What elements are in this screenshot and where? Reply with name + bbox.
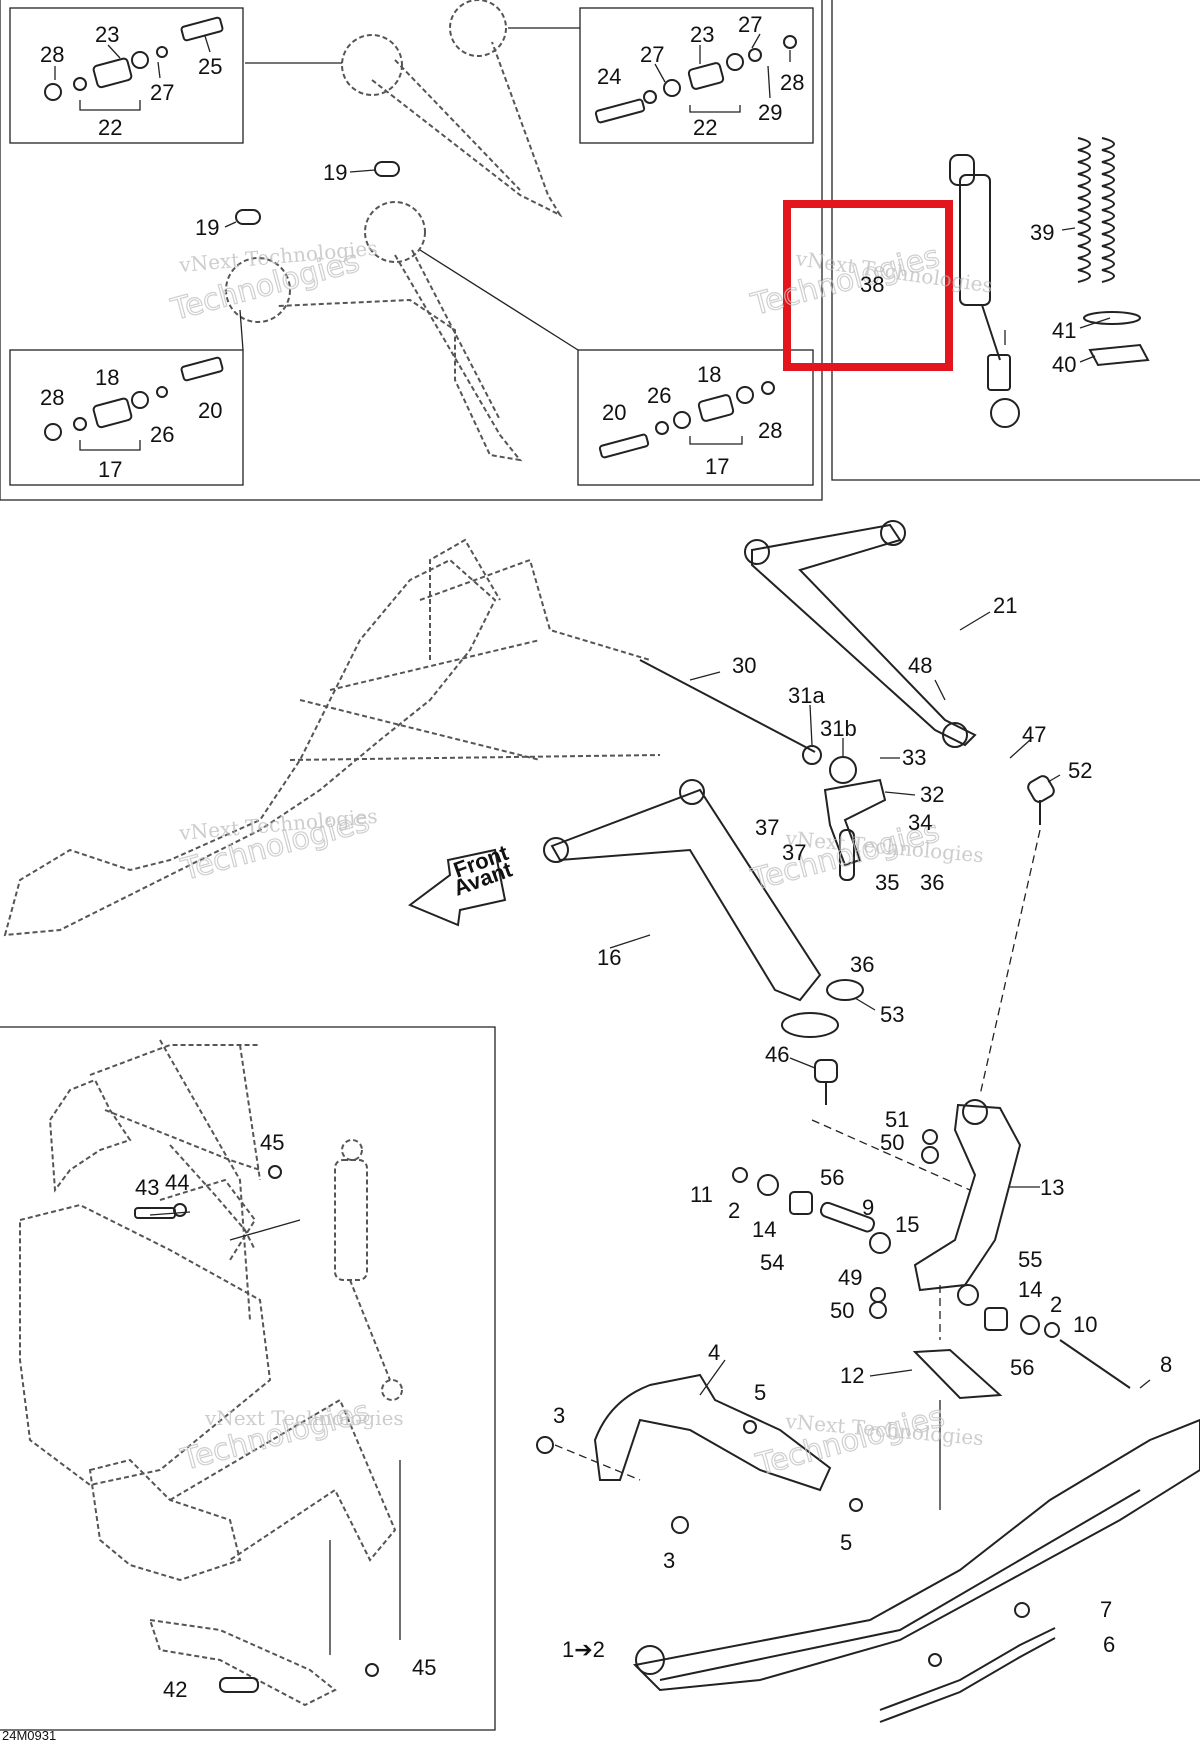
callout-label: 23: [95, 22, 119, 47]
callout-label: 4: [708, 1340, 720, 1365]
callout-label: 43: [135, 1175, 159, 1200]
callout-label: 17: [705, 454, 729, 479]
callout-label: 3: [663, 1548, 675, 1573]
callout-label: 28: [758, 418, 782, 443]
callout-label: 23: [690, 22, 714, 47]
callout-label: 46: [765, 1042, 789, 1067]
callout-label: 56: [820, 1165, 844, 1190]
callout-label: 56: [1010, 1355, 1034, 1380]
callout-label: 50: [830, 1298, 854, 1323]
callout-label: 36: [920, 870, 944, 895]
callout-label: 21: [993, 593, 1017, 618]
callout-label: 38: [860, 272, 884, 297]
shock-absorber-and-spring: [949, 137, 1150, 428]
callout-label: 37: [755, 815, 779, 840]
callout-label: 11: [690, 1182, 713, 1207]
callout-label: 45: [412, 1655, 436, 1680]
callout-label: 28: [40, 42, 64, 67]
callout-label: 3: [553, 1403, 565, 1428]
detail-box-top-right: [579, 7, 814, 144]
callout-label: 27: [640, 42, 664, 67]
callout-label: 6: [1103, 1632, 1115, 1657]
callout-label: 48: [908, 653, 932, 678]
callout-label: 15: [895, 1212, 919, 1237]
callout-label: 16: [597, 945, 621, 970]
callout-label: 31b: [820, 716, 857, 741]
callout-label: 18: [697, 362, 721, 387]
callout-label: 44: [165, 1170, 189, 1195]
callout-label: 1➔2: [562, 1637, 605, 1662]
callout-label: 47: [1022, 722, 1046, 747]
callout-label: 40: [1052, 352, 1076, 377]
callout-labels: 28 23 27 25 22 23 27 24 27 28 29 22 19 1…: [40, 12, 1172, 1702]
callout-label: 14: [752, 1217, 776, 1242]
callout-label: 32: [920, 782, 944, 807]
callout-label: 53: [880, 1002, 904, 1027]
callout-label: 52: [1068, 758, 1092, 783]
callout-label: 24: [597, 64, 621, 89]
callout-leaders: [54, 33, 1151, 1396]
callout-label: 22: [693, 115, 717, 140]
callout-label: 17: [98, 457, 122, 482]
detail-box-mid-left: [9, 349, 244, 486]
callout-label: 2: [1050, 1292, 1062, 1317]
callout-label: 22: [98, 115, 122, 140]
callout-label: 8: [1160, 1352, 1172, 1377]
callout-label: 42: [163, 1677, 187, 1702]
callout-label: 25: [198, 54, 222, 79]
callout-label: 5: [754, 1380, 766, 1405]
installation-view: [19, 1039, 403, 1707]
callout-label: 26: [150, 422, 174, 447]
main-suspension-assembly: [3, 520, 1200, 1723]
callout-label: 27: [738, 12, 762, 37]
callout-label: 14: [1018, 1277, 1042, 1302]
callout-label: 5: [840, 1530, 852, 1555]
callout-label: 13: [1040, 1175, 1064, 1200]
highlighted-part-38-box: [783, 200, 953, 371]
callout-label: 34: [908, 810, 932, 835]
callout-label: 45: [260, 1130, 284, 1155]
front-direction-arrow: Front Avant: [408, 840, 516, 927]
callout-label: 9: [862, 1195, 874, 1220]
callout-label: 55: [1018, 1247, 1042, 1272]
callout-label: 19: [195, 215, 219, 240]
callout-label: 20: [602, 400, 626, 425]
callout-label: 30: [732, 653, 756, 678]
top-a-arm-assembly: [225, 0, 580, 462]
callout-label: 33: [902, 745, 926, 770]
callout-label: 35: [875, 870, 899, 895]
detail-box-mid-right: [577, 349, 814, 486]
callout-label: 27: [150, 80, 174, 105]
watermark-text: vNext Technologies: [204, 1406, 404, 1430]
callout-label: 26: [647, 383, 671, 408]
callout-label: 12: [840, 1363, 864, 1388]
callout-label: 29: [758, 100, 782, 125]
detail-hardware: [44, 16, 797, 459]
callout-label: 7: [1100, 1597, 1112, 1622]
detail-box-top-left: [9, 7, 244, 144]
callout-label: 37: [782, 840, 806, 865]
callout-label: 31a: [788, 683, 825, 708]
callout-label: 10: [1073, 1312, 1097, 1337]
callout-label: 2: [728, 1198, 740, 1223]
callout-label: 49: [838, 1265, 862, 1290]
callout-label: 41: [1052, 318, 1076, 343]
callout-label: 20: [198, 398, 222, 423]
callout-label: 39: [1030, 220, 1054, 245]
callout-label: 54: [760, 1250, 784, 1275]
callout-label: 36: [850, 952, 874, 977]
callout-label: 28: [40, 385, 64, 410]
callout-label: 50: [880, 1130, 904, 1155]
callout-label: 51: [885, 1107, 909, 1132]
drawing-code: 24M0931: [2, 1728, 56, 1742]
callout-label: 28: [780, 70, 804, 95]
callout-label: 18: [95, 365, 119, 390]
callout-label: 19: [323, 160, 347, 185]
